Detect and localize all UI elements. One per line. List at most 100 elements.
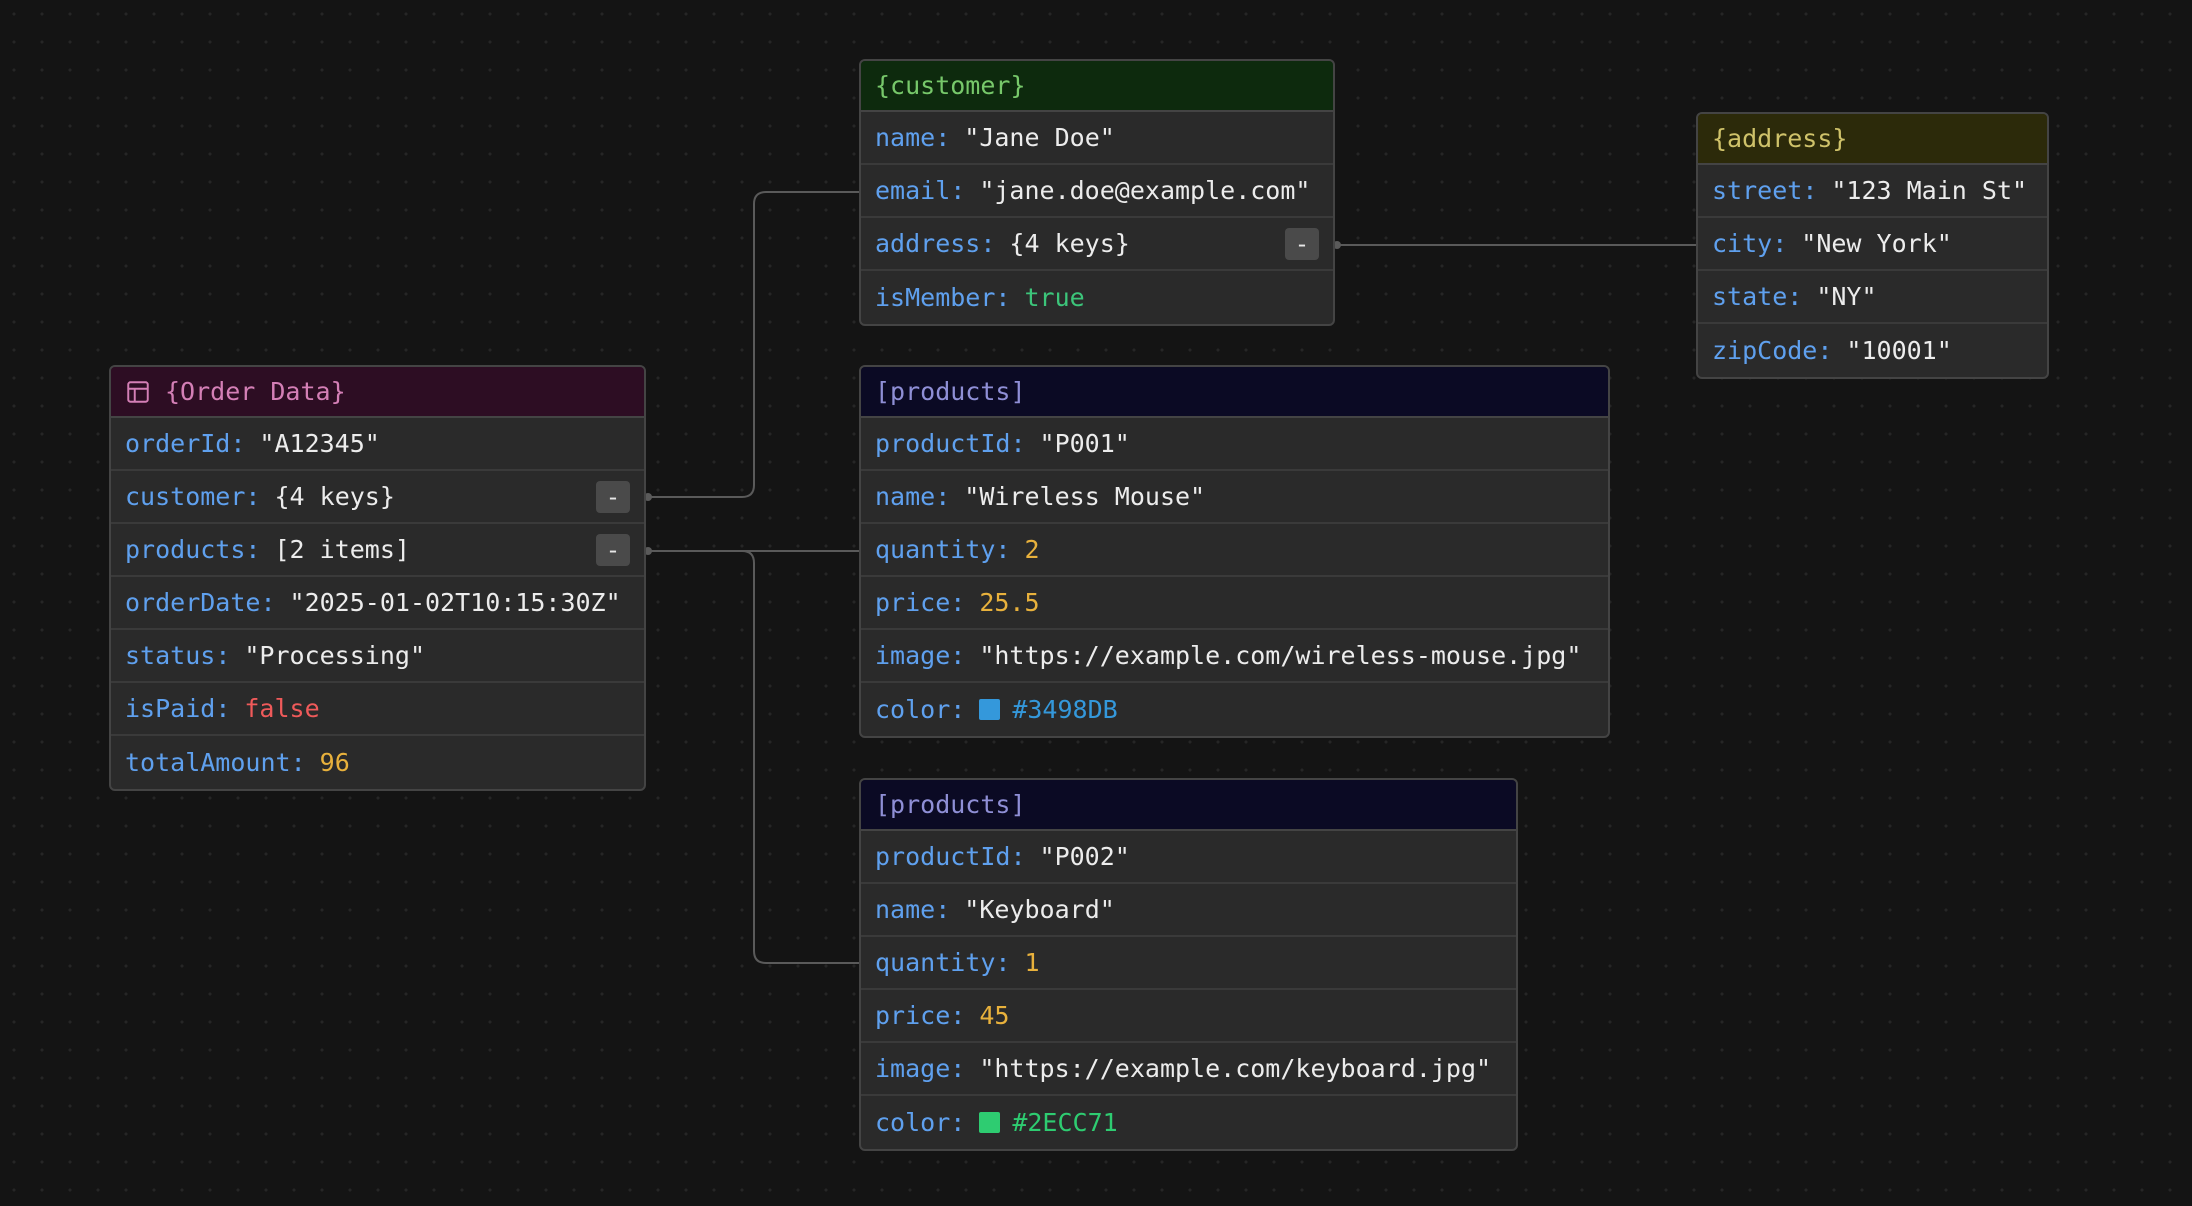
- field-key: name: [875, 482, 936, 511]
- node-header[interactable]: [products]: [861, 780, 1516, 831]
- field-key: productId: [875, 842, 1011, 871]
- field-value: "jane.doe@example.com": [979, 176, 1311, 205]
- field-row-productId: productId: "P002": [861, 831, 1516, 884]
- field-value: "123 Main St": [1831, 176, 2028, 205]
- field-key: email: [875, 176, 951, 205]
- field-row-image: image: "https://example.com/keyboard.jpg…: [861, 1043, 1516, 1096]
- field-row-quantity: quantity: 2: [861, 524, 1608, 577]
- field-row-products: products: [2 items] -: [111, 524, 644, 577]
- field-row-orderDate: orderDate: "2025-01-02T10:15:30Z": [111, 577, 644, 630]
- field-row-color: color: #3498DB: [875, 695, 1118, 724]
- field-value: "Processing": [244, 641, 425, 670]
- field-key: image: [875, 641, 951, 670]
- node-header[interactable]: [products]: [861, 367, 1608, 418]
- field-value: 45: [979, 1001, 1010, 1030]
- field-value: true: [1024, 283, 1085, 312]
- field-key: products: [125, 535, 246, 564]
- node-title: {address}: [1712, 124, 1848, 153]
- node-title: [products]: [875, 790, 1026, 819]
- field-key: name: [875, 123, 936, 152]
- field-row-totalAmount: totalAmount: 96: [125, 748, 350, 777]
- field-key: orderId: [125, 429, 231, 458]
- node-title: {customer}: [875, 71, 1026, 100]
- field-row-customer: customer: {4 keys} -: [111, 471, 644, 524]
- field-key: price: [875, 588, 951, 617]
- field-row-image: image: "https://example.com/wireless-mou…: [861, 630, 1608, 683]
- color-swatch: [979, 1112, 1001, 1133]
- field-value: "Wireless Mouse": [964, 482, 1206, 511]
- field-value: 25.5: [979, 588, 1040, 617]
- field-row-productId: productId: "P001": [861, 418, 1608, 471]
- field-row-zipCode: zipCode: "10001": [1712, 336, 1952, 365]
- field-key: price: [875, 1001, 951, 1030]
- color-swatch: [979, 699, 1001, 720]
- field-key: quantity: [875, 948, 996, 977]
- collapse-button[interactable]: -: [1285, 227, 1319, 260]
- field-row-address: address: {4 keys} -: [861, 218, 1333, 271]
- node-product-1[interactable]: [products] productId: "P001" name: "Wire…: [859, 365, 1610, 738]
- node-product-2[interactable]: [products] productId: "P002" name: "Keyb…: [859, 778, 1518, 1151]
- node-title: [products]: [875, 377, 1026, 406]
- field-row-orderId: orderId: "A12345": [111, 418, 644, 471]
- field-key: quantity: [875, 535, 996, 564]
- field-row-quantity: quantity: 1: [861, 937, 1516, 990]
- node-header[interactable]: {Order Data}: [111, 367, 644, 418]
- field-key: address: [875, 229, 981, 258]
- edge-order-to-product2: [741, 550, 859, 964]
- field-value: 96: [319, 748, 350, 777]
- field-key: status: [125, 641, 216, 670]
- field-value: #2ECC71: [1012, 1108, 1118, 1137]
- field-key: color: [875, 1108, 951, 1137]
- field-row-isPaid: isPaid: false: [111, 683, 644, 736]
- node-header[interactable]: {address}: [1698, 114, 2047, 165]
- field-key: isMember: [875, 283, 996, 312]
- field-value: "2025-01-02T10:15:30Z": [289, 588, 621, 617]
- field-value: false: [244, 694, 320, 723]
- field-value: "10001": [1846, 336, 1952, 365]
- field-key: state: [1712, 282, 1788, 311]
- field-key: isPaid: [125, 694, 216, 723]
- field-row-email: email: "jane.doe@example.com": [861, 165, 1333, 218]
- node-order-data[interactable]: {Order Data} orderId: "A12345" customer:…: [109, 365, 646, 791]
- field-value: "P002": [1039, 842, 1130, 871]
- field-row-price: price: 45: [861, 990, 1516, 1043]
- field-row-name: name: "Keyboard": [861, 884, 1516, 937]
- field-value: "https://example.com/wireless-mouse.jpg": [979, 641, 1582, 670]
- field-value: "P001": [1039, 429, 1130, 458]
- field-value: 2: [1024, 535, 1040, 564]
- field-row-status: status: "Processing": [111, 630, 644, 683]
- field-value: "New York": [1801, 229, 1952, 258]
- field-row-color: color: #2ECC71: [875, 1108, 1118, 1137]
- field-value: "NY": [1816, 282, 1877, 311]
- field-value: "A12345": [259, 429, 380, 458]
- field-key: color: [875, 695, 951, 724]
- field-key: image: [875, 1054, 951, 1083]
- field-value: "https://example.com/keyboard.jpg": [979, 1054, 1492, 1083]
- field-row-name: name: "Jane Doe": [861, 112, 1333, 165]
- field-value: 1: [1024, 948, 1040, 977]
- field-key: customer: [125, 482, 246, 511]
- field-key: city: [1712, 229, 1773, 258]
- field-key: name: [875, 895, 936, 924]
- field-row-city: city: "New York": [1698, 218, 2047, 271]
- collapse-button[interactable]: -: [596, 480, 630, 513]
- field-row-state: state: "NY": [1698, 271, 2047, 324]
- collapse-button[interactable]: -: [596, 533, 630, 566]
- node-customer[interactable]: {customer} name: "Jane Doe" email: "jane…: [859, 59, 1335, 326]
- field-value: #3498DB: [1012, 695, 1118, 724]
- field-row-name: name: "Wireless Mouse": [861, 471, 1608, 524]
- field-row-price: price: 25.5: [861, 577, 1608, 630]
- field-value: [2 items]: [274, 535, 410, 564]
- node-header[interactable]: {customer}: [861, 61, 1333, 112]
- field-value: "Keyboard": [964, 895, 1115, 924]
- node-address[interactable]: {address} street: "123 Main St" city: "N…: [1696, 112, 2049, 379]
- edge-order-to-customer: [646, 191, 859, 498]
- field-key: zipCode: [1712, 336, 1818, 365]
- field-key: orderDate: [125, 588, 261, 617]
- field-key: street: [1712, 176, 1803, 205]
- field-value: {4 keys}: [274, 482, 395, 511]
- table-icon: [127, 380, 149, 403]
- field-key: totalAmount: [125, 748, 291, 777]
- field-key: productId: [875, 429, 1011, 458]
